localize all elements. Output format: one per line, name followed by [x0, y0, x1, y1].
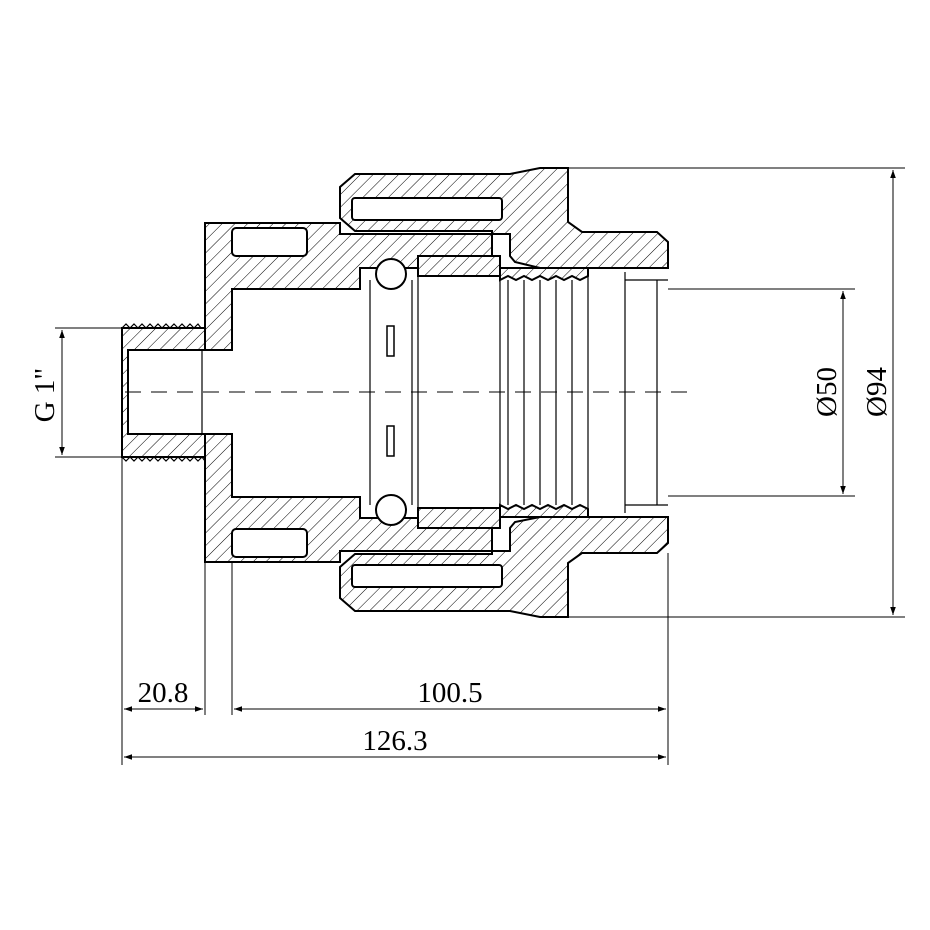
thread-size-label: G 1"	[29, 368, 61, 423]
thread-length-label: 20.8	[138, 677, 189, 709]
outer-diameter-label: Ø94	[861, 367, 893, 417]
compression-nut	[339, 167, 669, 618]
slot-top	[386, 325, 395, 357]
slot-bottom	[386, 425, 395, 457]
o-ring-bottom	[375, 494, 407, 526]
o-ring-top	[375, 258, 407, 290]
fitting-body	[204, 222, 493, 563]
total-length-label: 126.3	[362, 725, 427, 757]
inner-diameter-label: Ø50	[811, 367, 843, 417]
o-ring-seals	[375, 258, 407, 526]
dimension-lines	[59, 170, 896, 760]
threaded-spigot	[121, 323, 206, 462]
body-length-label: 100.5	[417, 677, 482, 709]
extension-lines	[55, 167, 905, 765]
